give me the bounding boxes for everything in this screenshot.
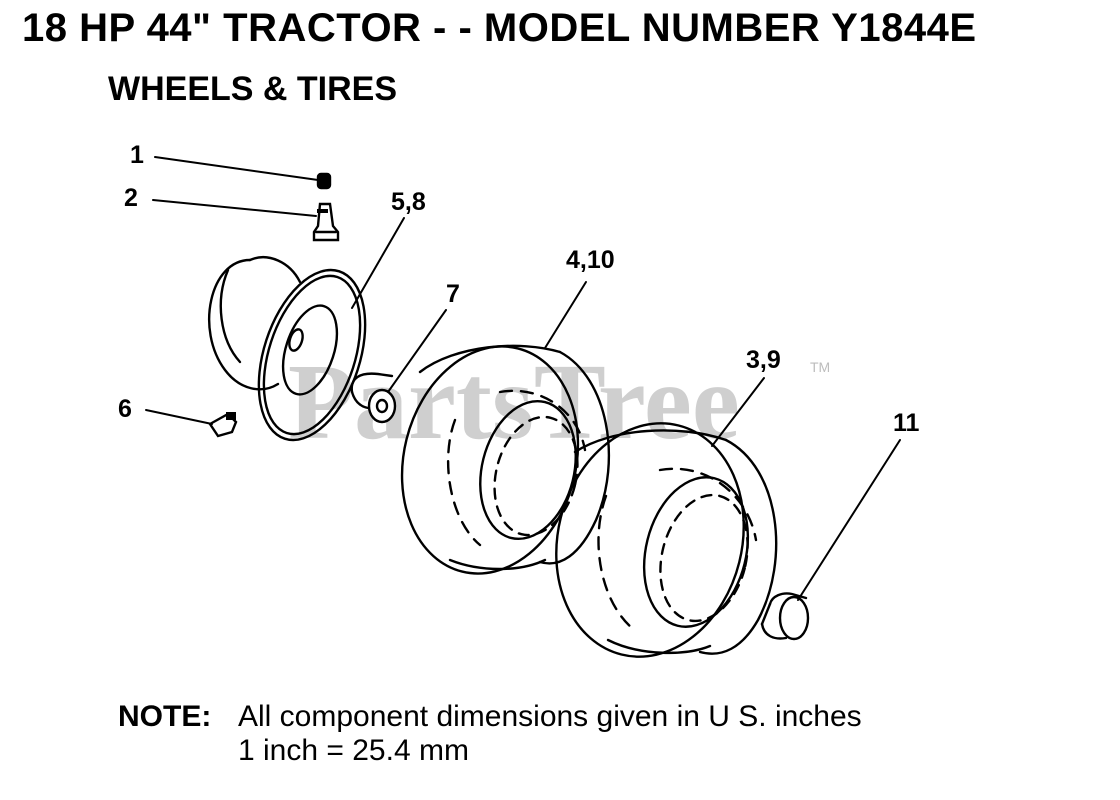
section-title: WHEELS & TIRES <box>108 70 398 108</box>
wheel-rim-part[interactable] <box>208 256 385 453</box>
valve-cap-part[interactable] <box>316 172 332 190</box>
callout-7: 7 <box>446 280 460 308</box>
hub-cap-part[interactable] <box>760 592 810 641</box>
callout-1: 1 <box>130 141 144 169</box>
callout-11: 11 <box>893 409 920 437</box>
leader-lines <box>145 156 901 601</box>
note-text: All component dimensions given in U S. i… <box>238 700 862 768</box>
note-line-2: 1 inch = 25.4 mm <box>238 734 469 767</box>
callout-6: 6 <box>118 395 132 423</box>
dimension-note: NOTE: All component dimensions given in U… <box>118 700 862 768</box>
page-title: 18 HP 44" TRACTOR - - MODEL NUMBER Y1844… <box>22 6 977 50</box>
callout-5-8: 5,8 <box>391 188 426 216</box>
note-line-1: All component dimensions given in U S. i… <box>238 700 862 733</box>
front-tire-part[interactable] <box>379 328 611 593</box>
callout-2: 2 <box>124 184 138 212</box>
watermark-text: PartsTree <box>288 343 740 462</box>
bushing-part[interactable] <box>350 372 397 424</box>
watermark-trademark: TM <box>810 359 830 375</box>
callout-3-9: 3,9 <box>746 346 781 374</box>
bolt-part[interactable] <box>208 412 238 438</box>
callout-4-10: 4,10 <box>566 246 615 274</box>
note-label: NOTE: <box>118 700 212 733</box>
valve-stem-part[interactable] <box>312 202 340 242</box>
rear-tire-part[interactable] <box>532 403 778 677</box>
